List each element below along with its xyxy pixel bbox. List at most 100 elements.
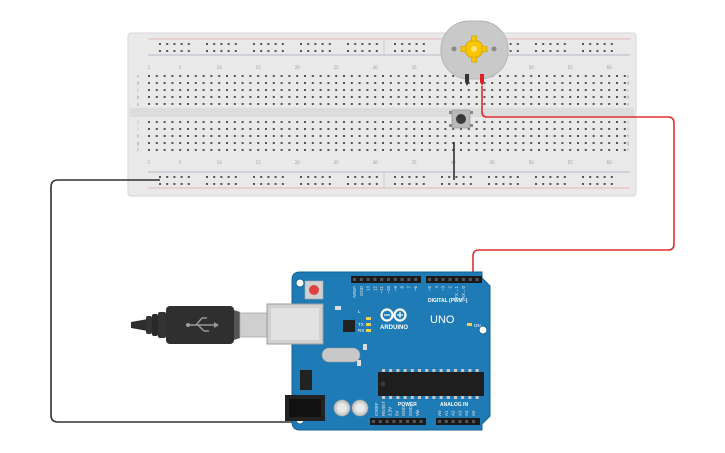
rx-led-label: RX — [358, 328, 364, 333]
l-led-label: L — [358, 309, 361, 314]
pin-label: GND — [359, 285, 364, 296]
row-letter: g — [137, 141, 140, 146]
pin-label: A4 — [464, 410, 469, 416]
column-number: 30 — [373, 65, 379, 70]
row-letter: b — [627, 95, 630, 100]
pin-label: GND — [408, 405, 413, 416]
board-model: UNO — [430, 314, 455, 326]
breadboard-holes — [148, 43, 626, 185]
power-label: POWER — [398, 402, 417, 408]
pin-label: Vin — [415, 409, 420, 416]
arduino-uno-board[interactable]: ARDUINO UNO L TX RX ON DIGITAL (PWM~) PO… — [266, 271, 491, 431]
pin-label: A3 — [457, 410, 462, 416]
row-letter: a — [627, 102, 630, 107]
row-letter: a — [137, 102, 140, 107]
pin-label: TX→1 — [454, 286, 459, 299]
on-led-label: ON — [474, 323, 481, 328]
digital-header-left[interactable] — [351, 276, 421, 283]
analog-label: ANALOG IN — [440, 402, 468, 408]
row-letter: d — [137, 81, 140, 86]
board-brand: ARDUINO — [380, 325, 408, 331]
pin-label: IOREF — [374, 402, 379, 416]
row-letter: e — [137, 74, 140, 79]
column-number: 20 — [295, 160, 301, 165]
row-letter: b — [137, 95, 140, 100]
pin-label: 5V — [394, 410, 399, 416]
pin-label: A5 — [471, 410, 476, 416]
column-number: 10 — [217, 160, 223, 165]
row-letter: j — [626, 120, 628, 125]
pin-label: A1 — [444, 410, 449, 416]
motor-screw-icon — [451, 46, 457, 52]
pin-label: 4 — [434, 286, 439, 289]
usb-cable[interactable] — [131, 306, 269, 344]
row-letter: i — [627, 127, 628, 132]
dc-motor[interactable] — [440, 20, 509, 86]
push-button[interactable] — [449, 109, 473, 129]
column-number: 25 — [334, 65, 340, 70]
pin-label: ~10 — [386, 286, 391, 294]
pin-label: ~6 — [413, 286, 418, 292]
row-letter: j — [136, 120, 138, 125]
column-number: 5 — [179, 65, 182, 70]
pin-label: RESET — [381, 401, 386, 416]
column-number: 25 — [334, 160, 340, 165]
pin-label: A2 — [451, 410, 456, 416]
red-wire[interactable] — [472, 86, 675, 282]
row-letter: e — [627, 74, 630, 79]
column-number: 55 — [568, 65, 574, 70]
column-number: 1 — [148, 160, 151, 165]
column-number: 10 — [217, 65, 223, 70]
wires — [50, 86, 675, 423]
column-number: 45 — [490, 160, 496, 165]
column-number: 50 — [529, 160, 535, 165]
pin-label: 3.3V — [388, 407, 393, 416]
pin-label: 13 — [366, 286, 371, 292]
pin-label: 2 — [447, 286, 452, 289]
row-letter: h — [627, 134, 630, 139]
usb-icon — [188, 317, 214, 332]
pin-label: GND — [401, 405, 406, 416]
row-letter: d — [627, 81, 630, 86]
pin-label: AREF — [352, 286, 357, 298]
pin-label: ~5 — [427, 286, 432, 292]
column-number: 35 — [412, 160, 418, 165]
pin-label: RX←0 — [461, 286, 466, 300]
power-header[interactable] — [370, 418, 426, 425]
row-letter: c — [137, 88, 139, 93]
digital-header-right[interactable] — [426, 276, 482, 283]
column-number: 50 — [529, 65, 535, 70]
column-number: 55 — [568, 160, 574, 165]
motor-screw-icon — [491, 46, 497, 52]
pin-label: ~3 — [441, 286, 446, 292]
pin-label: A0 — [437, 410, 442, 416]
digital-label: DIGITAL (PWM~) — [428, 298, 468, 304]
row-letter: g — [627, 141, 630, 146]
row-letter: f — [627, 148, 629, 153]
column-number: 30 — [373, 160, 379, 165]
analog-header[interactable] — [436, 418, 480, 425]
pin-label: 7 — [406, 286, 411, 289]
pin-label: ~11 — [379, 286, 384, 294]
column-number: 15 — [256, 160, 262, 165]
column-number: 5 — [179, 160, 182, 165]
row-letter: f — [137, 148, 139, 153]
column-number: 35 — [412, 65, 418, 70]
row-letter: i — [137, 127, 138, 132]
tx-led-label: TX — [358, 322, 364, 327]
pin-label: ~9 — [393, 286, 398, 292]
column-number: 60 — [607, 65, 613, 70]
pin-label: 8 — [400, 286, 405, 289]
row-letter: h — [137, 134, 140, 139]
microcontroller-chip — [378, 372, 484, 396]
column-number: 60 — [607, 160, 613, 165]
column-number: 20 — [295, 65, 301, 70]
black-wire-ground[interactable] — [50, 179, 375, 423]
arduino-logo-icon — [380, 308, 407, 322]
pin-label: 12 — [372, 286, 377, 292]
breadboard[interactable]: 1155101015152020252530303535404045455050… — [127, 32, 637, 197]
